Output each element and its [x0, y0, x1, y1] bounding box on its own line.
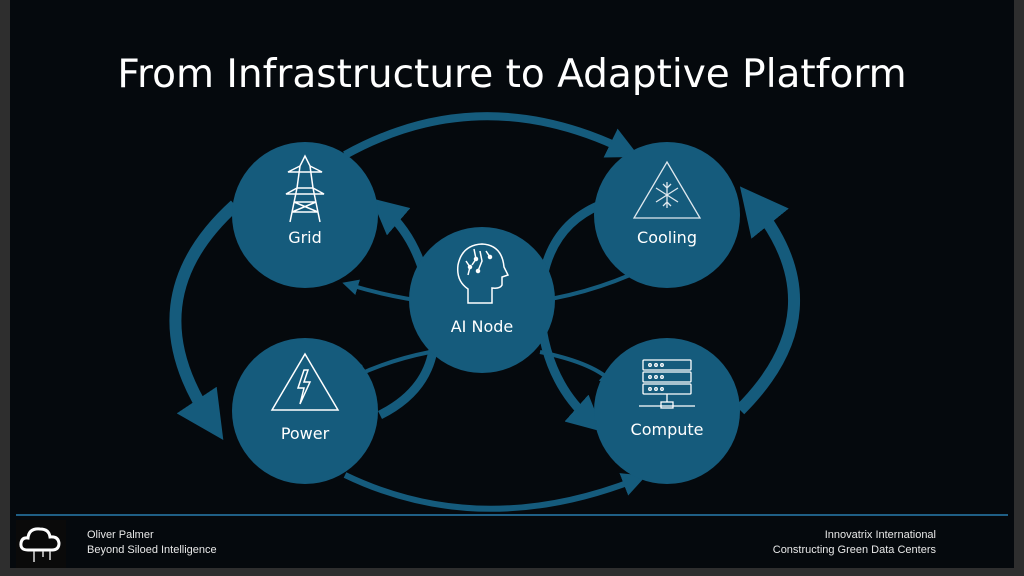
node-ai: AI Node [409, 227, 555, 373]
ai-head-icon [456, 243, 510, 304]
footer-right: Innovatrix International Constructing Gr… [773, 528, 936, 558]
server-icon [639, 359, 695, 409]
snowflake-warning-icon [632, 160, 702, 219]
footer-company: Innovatrix International [824, 529, 936, 541]
node-power: Power [232, 338, 378, 484]
node-label-ai: AI Node [450, 317, 514, 336]
node-compute: Compute [594, 338, 740, 484]
footer-author: Oliver Palmer [87, 529, 154, 541]
arrow-grid-to-power [169, 200, 240, 440]
node-cooling: Cooling [594, 142, 740, 288]
power-tower-icon [285, 154, 325, 223]
footer-subtitle: Beyond Siloed Intelligence [87, 544, 217, 556]
footer-tagline: Constructing Green Data Centers [772, 544, 936, 556]
footer-left: Oliver Palmer Beyond Siloed Intelligence [87, 528, 217, 558]
arrow-grid-to-cooling [343, 112, 640, 159]
arrow-power-to-compute [343, 472, 647, 512]
node-label-grid: Grid [288, 228, 322, 247]
cloud-logo-icon [16, 520, 66, 568]
slide-title: From Infrastructure to Adaptive Platform [117, 52, 907, 97]
node-label-power: Power [280, 424, 330, 443]
node-grid: Grid [232, 142, 378, 288]
node-label-compute: Compute [630, 420, 704, 439]
arrow-ai-to-power [350, 350, 431, 379]
arrow-compute-to-cooling [735, 186, 800, 415]
high-voltage-icon [270, 352, 340, 411]
node-label-cooling: Cooling [637, 228, 697, 247]
footer-divider [16, 514, 1008, 516]
